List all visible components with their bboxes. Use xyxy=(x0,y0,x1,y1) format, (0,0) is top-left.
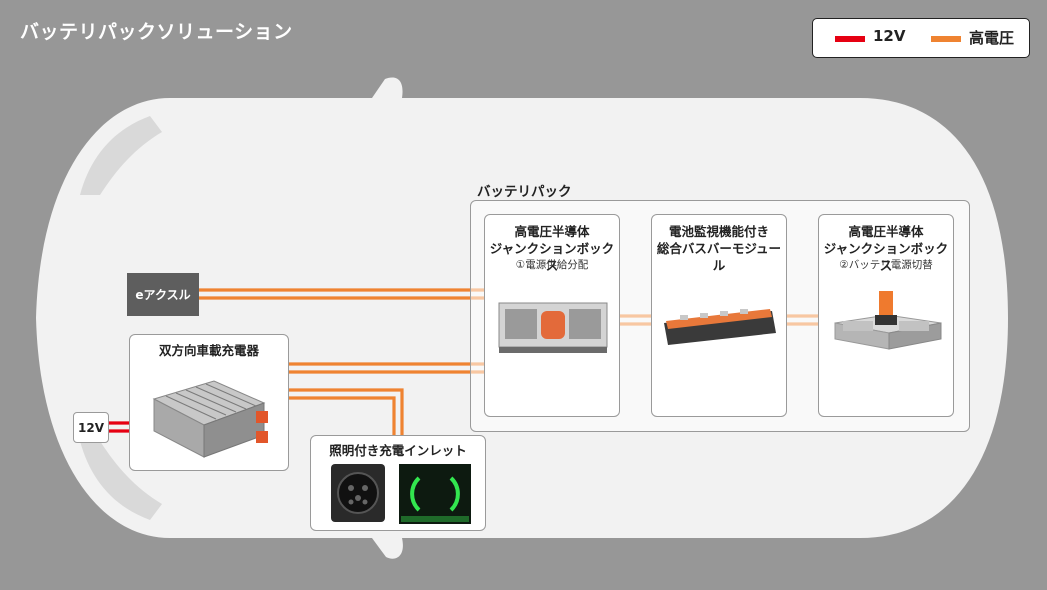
inlet-photo xyxy=(331,464,471,524)
charger-title: 双方向車載充電器 xyxy=(158,343,259,358)
battery-pack-label: バッテリパック xyxy=(477,184,572,200)
windshield xyxy=(80,116,162,195)
charger-box: 双方向車載充電器 xyxy=(129,334,289,471)
jb1-title-line1: 高電圧半導体 xyxy=(514,224,590,239)
inlet-box: 照明付き充電インレット xyxy=(310,435,486,531)
legend-swatch-high-voltage xyxy=(931,36,961,42)
legend-label-high-voltage: 高電圧 xyxy=(969,29,1015,47)
12v-battery-box: 12V xyxy=(73,412,109,443)
jb1-photo xyxy=(498,302,608,353)
junction-box-1: 高電圧半導体 ジャンクションボックス ①電源供給分配 xyxy=(484,214,620,417)
bms-photo xyxy=(664,309,776,345)
rear-window xyxy=(80,441,162,520)
e-axle-box: eアクスル xyxy=(127,273,199,316)
legend-label-12v: 12V xyxy=(873,27,906,45)
bms-title-line2: 総合バスバーモジュール xyxy=(656,241,782,273)
junction-box-2: 高電圧半導体 ジャンクションボックス ②バッテリ電源切替 xyxy=(818,214,954,417)
jb2-title-line1: 高電圧半導体 xyxy=(848,224,924,239)
jb1-subtitle: ①電源供給分配 xyxy=(515,259,589,271)
page-title: バッテリパックソリューション xyxy=(20,21,293,43)
jb2-photo xyxy=(834,291,942,350)
bms-title-line1: 電池監視機能付き xyxy=(668,224,769,239)
busbar-module-box: 電池監視機能付き 総合バスバーモジュール xyxy=(651,214,787,417)
jb2-subtitle: ②バッテリ電源切替 xyxy=(839,259,933,271)
jb2-title-line2: ジャンクションボックス xyxy=(823,241,949,273)
hv-wire-inlet-1 xyxy=(289,388,404,436)
hv-wire-inlet-2 xyxy=(289,396,396,436)
jb1-title-line2: ジャンクションボックス xyxy=(489,241,615,273)
legend: 12V 高電圧 xyxy=(812,18,1030,58)
legend-swatch-12v xyxy=(835,36,865,42)
inlet-title: 照明付き充電インレット xyxy=(329,443,467,458)
charger-photo xyxy=(152,380,268,458)
